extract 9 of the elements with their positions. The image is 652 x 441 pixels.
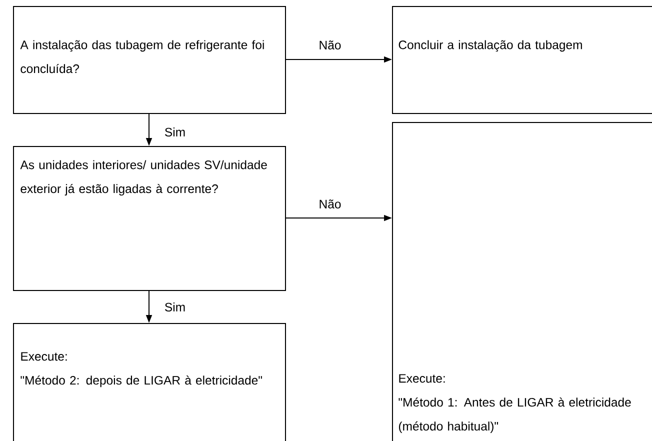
edge-label: Não: [320, 200, 341, 208]
process-box: Concluir a instalação da tubagem: [392, 6, 652, 114]
process-box: Execute: "Método 1: Antes de LIGAR à eletricidade (método habitual)": [392, 122, 652, 441]
decision-box: As unidades interiores/ unidades SV/unidade exterior já estão ligadas à corrente?: [13, 146, 286, 291]
decision-box: A instalação das tubagem de refrigerante foi concluída?: [13, 6, 286, 114]
edge-label: Sim: [165, 302, 185, 312]
edge-label: Não: [320, 40, 341, 50]
edge-label: Sim: [165, 128, 185, 136]
process-box: Execute: "Método 2: depois de LIGAR à eletricidade": [13, 323, 286, 441]
